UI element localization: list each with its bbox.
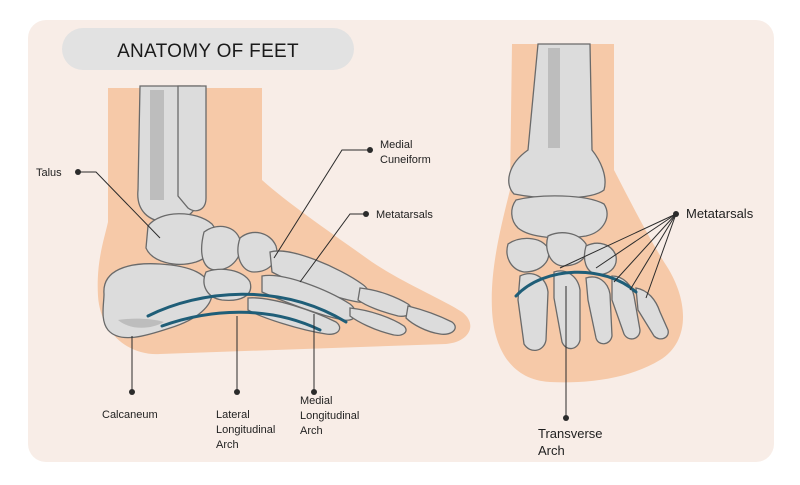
front-tarsal-3 [583, 242, 617, 275]
front-talus [511, 195, 608, 239]
label-lateral-arch-line3: Arch [216, 439, 239, 451]
title-banner: ANATOMY OF FEET [62, 28, 354, 70]
front-metatarsal-3 [585, 276, 613, 345]
label-medial-arch-line2: Longitudinal [300, 410, 359, 422]
metatarsal-3 [247, 297, 341, 335]
label-medial-arch-line1: Medial [300, 395, 332, 407]
label-lateral-arch-line2: Longitudinal [216, 424, 275, 436]
label-transverse-arch-line2: Arch [538, 443, 565, 458]
front-tarsal-1 [506, 237, 550, 273]
label-transverse-arch-line1: Transverse [538, 426, 603, 441]
label-medial-cuneiform-line2: Cuneiform [380, 154, 431, 166]
phalanx-3 [349, 307, 407, 336]
front-metatarsal-1 [517, 273, 549, 351]
front-view-foot [491, 43, 684, 383]
side-fibula [177, 85, 207, 212]
phalanx-2 [405, 305, 456, 335]
lateral-longitudinal-arch [160, 310, 322, 332]
front-view-labels: Metatarsals Transverse Arch [538, 206, 754, 458]
label-lateral-arch-line1: Lateral [216, 409, 250, 421]
side-view-labels: Talus Medial Cuneiform Metatarsals Calca… [36, 139, 433, 451]
side-view-foot [97, 85, 471, 355]
side-view-leaders [75, 147, 373, 395]
cuboid-bone [203, 268, 252, 302]
front-metatarsal-5 [635, 287, 669, 340]
medial-longitudinal-arch [146, 292, 348, 324]
transverse-arch [514, 270, 638, 298]
front-metatarsal-4 [611, 275, 641, 340]
label-metatarsals-front: Metatarsals [686, 206, 754, 221]
front-tarsal-2 [546, 232, 588, 267]
label-calcaneum: Calcaneum [102, 409, 158, 421]
label-metatarsals-side: Metatarsals [376, 209, 433, 221]
label-talus: Talus [36, 167, 62, 179]
label-medial-arch-line3: Arch [300, 425, 323, 437]
front-view-leaders [559, 211, 679, 421]
navicular-bone [201, 225, 242, 271]
label-medial-cuneiform-line1: Medial [380, 139, 412, 151]
page-title: ANATOMY OF FEET [117, 41, 299, 62]
